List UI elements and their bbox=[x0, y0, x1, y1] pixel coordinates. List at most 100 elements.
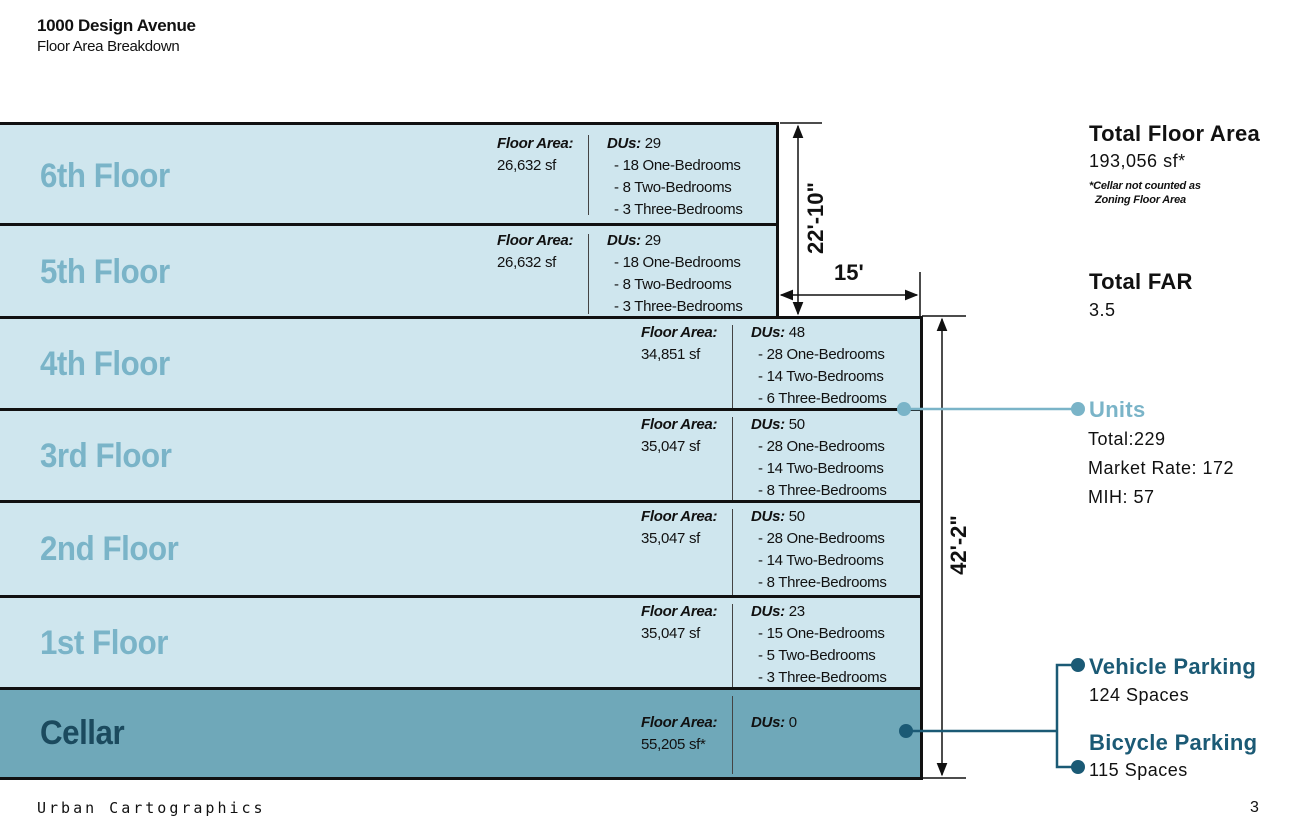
units-connector-dot bbox=[897, 402, 911, 416]
du-count: 23 bbox=[788, 603, 805, 620]
du-count: 48 bbox=[788, 324, 805, 341]
dwelling-units-block: DUs: 0 bbox=[751, 712, 797, 734]
du-label: DUs: bbox=[751, 324, 785, 341]
du-count: 50 bbox=[788, 416, 805, 433]
unit-line: - 5 Two-Bedrooms bbox=[758, 647, 876, 664]
floor-area-value: 26,632 sf bbox=[497, 254, 557, 271]
bicycle-parking-heading: Bicycle Parking bbox=[1089, 730, 1258, 755]
dwelling-units-block: DUs: 29 - 18 One-Bedrooms - 8 Two-Bedroo… bbox=[607, 133, 743, 221]
divider bbox=[732, 509, 733, 595]
floor-area-block: Floor Area: 26,632 sf bbox=[497, 230, 573, 274]
unit-line: - 28 One-Bedrooms bbox=[758, 346, 885, 363]
du-count: 0 bbox=[788, 714, 797, 731]
setback-dimension-label: 15' bbox=[834, 260, 864, 285]
units-heading: Units bbox=[1089, 397, 1146, 422]
cellar-note-line: Zoning Floor Area bbox=[1095, 194, 1186, 206]
unit-line: - 6 Three-Bedrooms bbox=[758, 390, 887, 407]
vehicle-parking-heading: Vehicle Parking bbox=[1089, 654, 1257, 679]
floor-6th: 6th Floor Floor Area: 26,632 sf DUs: 29 … bbox=[0, 122, 779, 226]
floor-area-value: 35,047 sf bbox=[641, 438, 701, 455]
floor-area-label: Floor Area: bbox=[497, 135, 574, 152]
floor-area-label: Floor Area: bbox=[641, 508, 718, 525]
du-label: DUs: bbox=[607, 232, 641, 249]
units-market-rate: Market Rate: 172 bbox=[1088, 458, 1235, 478]
floor-name: Cellar bbox=[40, 714, 125, 752]
unit-line: - 28 One-Bedrooms bbox=[758, 438, 885, 455]
floor-cellar: Cellar Floor Area: 55,205 sf* DUs: 0 bbox=[0, 687, 923, 780]
dwelling-units-block: DUs: 50 - 28 One-Bedrooms - 14 Two-Bedro… bbox=[751, 414, 887, 502]
floor-area-block: Floor Area: 35,047 sf bbox=[641, 414, 717, 458]
floor-area-label: Floor Area: bbox=[641, 324, 718, 341]
bicycle-parking-value: 115 Spaces bbox=[1089, 760, 1188, 780]
du-label: DUs: bbox=[751, 508, 785, 525]
floor-area-block: Floor Area: 26,632 sf bbox=[497, 133, 573, 177]
footer-brand: Urban Cartographics bbox=[37, 799, 266, 817]
floor-area-value: 26,632 sf bbox=[497, 157, 557, 174]
divider bbox=[732, 417, 733, 501]
floor-area-value: 55,205 sf* bbox=[641, 736, 706, 753]
floor-name: 1st Floor bbox=[40, 624, 168, 662]
du-label: DUs: bbox=[751, 714, 785, 731]
lower-height-dimension-label: 42'-2" bbox=[945, 515, 971, 575]
divider bbox=[732, 325, 733, 409]
page-number: 3 bbox=[1250, 799, 1259, 816]
unit-line: - 3 Three-Bedrooms bbox=[614, 201, 743, 218]
units-total: Total:229 bbox=[1088, 429, 1166, 449]
dwelling-units-block: DUs: 29 - 18 One-Bedrooms - 8 Two-Bedroo… bbox=[607, 230, 743, 318]
upper-height-dimension-label: 22'-10" bbox=[802, 182, 828, 254]
dwelling-units-block: DUs: 23 - 15 One-Bedrooms - 5 Two-Bedroo… bbox=[751, 601, 887, 689]
unit-line: - 8 Two-Bedrooms bbox=[614, 179, 732, 196]
divider bbox=[732, 696, 733, 774]
parking-connector-line bbox=[1055, 663, 1078, 769]
du-label: DUs: bbox=[751, 603, 785, 620]
floor-area-block: Floor Area: 55,205 sf* bbox=[641, 712, 717, 756]
total-far-value: 3.5 bbox=[1089, 300, 1116, 320]
du-count: 50 bbox=[788, 508, 805, 525]
parking-connector-dot bbox=[899, 724, 913, 738]
floor-area-value: 35,047 sf bbox=[641, 625, 701, 642]
floor-area-label: Floor Area: bbox=[497, 232, 574, 249]
divider bbox=[588, 234, 589, 314]
unit-line: - 3 Three-Bedrooms bbox=[614, 298, 743, 315]
cellar-note-line: *Cellar not counted as bbox=[1089, 180, 1201, 192]
floor-name: 3rd Floor bbox=[40, 437, 172, 475]
floor-area-block: Floor Area: 35,047 sf bbox=[641, 506, 717, 550]
du-label: DUs: bbox=[751, 416, 785, 433]
total-far-heading: Total FAR bbox=[1089, 269, 1193, 294]
du-label: DUs: bbox=[607, 135, 641, 152]
unit-line: - 18 One-Bedrooms bbox=[614, 254, 741, 271]
dwelling-units-block: DUs: 50 - 28 One-Bedrooms - 14 Two-Bedro… bbox=[751, 506, 887, 594]
page-subtitle: Floor Area Breakdown bbox=[37, 38, 180, 55]
page-title: 1000 Design Avenue bbox=[37, 16, 196, 35]
unit-line: - 8 Three-Bedrooms bbox=[758, 574, 887, 591]
unit-line: - 8 Two-Bedrooms bbox=[614, 276, 732, 293]
floor-name: 6th Floor bbox=[40, 157, 170, 195]
unit-line: - 15 One-Bedrooms bbox=[758, 625, 885, 642]
floor-name: 4th Floor bbox=[40, 345, 170, 383]
unit-line: - 14 Two-Bedrooms bbox=[758, 460, 884, 477]
floor-area-label: Floor Area: bbox=[641, 416, 718, 433]
floor-area-block: Floor Area: 35,047 sf bbox=[641, 601, 717, 645]
du-count: 29 bbox=[644, 232, 661, 249]
unit-line: - 14 Two-Bedrooms bbox=[758, 368, 884, 385]
units-connector-dot bbox=[1071, 402, 1085, 416]
unit-line: - 8 Three-Bedrooms bbox=[758, 482, 887, 499]
floor-name: 2nd Floor bbox=[40, 530, 179, 568]
floor-area-label: Floor Area: bbox=[641, 603, 718, 620]
units-mih: MIH: 57 bbox=[1088, 487, 1155, 507]
unit-line: - 14 Two-Bedrooms bbox=[758, 552, 884, 569]
parking-connector-dot bbox=[1071, 760, 1085, 774]
floor-area-value: 34,851 sf bbox=[641, 346, 701, 363]
unit-line: - 3 Three-Bedrooms bbox=[758, 669, 887, 686]
dwelling-units-block: DUs: 48 - 28 One-Bedrooms - 14 Two-Bedro… bbox=[751, 322, 887, 410]
unit-line: - 18 One-Bedrooms bbox=[614, 157, 741, 174]
floor-area-block: Floor Area: 34,851 sf bbox=[641, 322, 717, 366]
floor-area-label: Floor Area: bbox=[641, 714, 718, 731]
floor-name: 5th Floor bbox=[40, 253, 170, 291]
parking-connector-dot bbox=[1071, 658, 1085, 672]
divider bbox=[732, 604, 733, 688]
unit-line: - 28 One-Bedrooms bbox=[758, 530, 885, 547]
floor-area-value: 35,047 sf bbox=[641, 530, 701, 547]
divider bbox=[588, 135, 589, 215]
